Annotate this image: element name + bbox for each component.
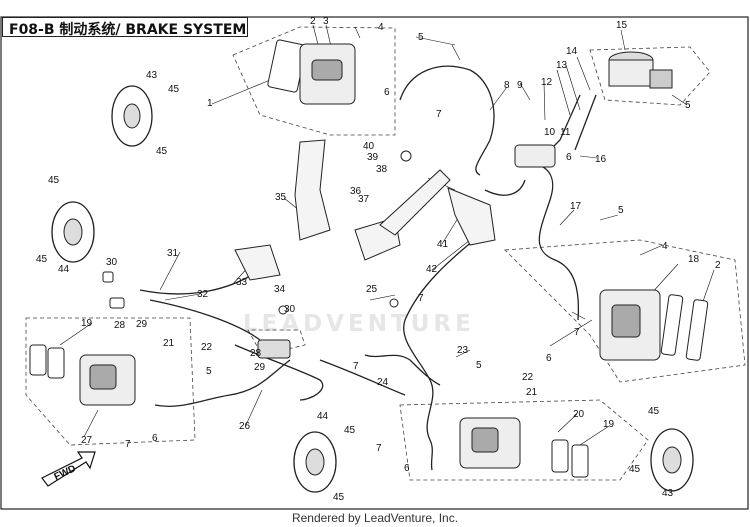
callout-43: 43 — [146, 70, 158, 81]
callout-39: 39 — [367, 152, 379, 163]
callout-21b: 21 — [526, 387, 538, 398]
diagram-title-box: F08-B 制动系统/ BRAKE SYSTEM — [2, 17, 248, 38]
callout-30b: 30 — [284, 304, 296, 315]
fwd-arrow: FWD — [41, 451, 96, 487]
diagram-title: F08-B 制动系统/ BRAKE SYSTEM — [9, 22, 247, 38]
callout-23: 23 — [457, 345, 469, 356]
callout-43b: 43 — [662, 488, 674, 499]
callout-34: 34 — [274, 284, 286, 295]
callout-12: 12 — [541, 77, 553, 88]
callout-35: 35 — [275, 192, 287, 203]
callout-37: 37 — [358, 194, 370, 205]
callout-8: 8 — [504, 80, 510, 91]
callout-40: 40 — [363, 141, 375, 152]
callout-4: 4 — [378, 22, 384, 33]
callout-10: 10 — [544, 127, 556, 138]
callout-22b: 22 — [522, 372, 534, 383]
callout-45d: 45 — [36, 254, 48, 265]
master-cylinder-reservoir — [608, 51, 673, 89]
brake-disc-front-left — [111, 85, 153, 147]
callout-45f: 45 — [333, 492, 345, 503]
brake-disc-rear-center — [293, 431, 337, 493]
callout-11: 11 — [560, 127, 571, 138]
callout-45e: 45 — [344, 425, 356, 436]
callout-32: 32 — [197, 289, 209, 300]
fwd-label: FWD — [52, 463, 77, 483]
brake-disc-rear-right — [650, 428, 694, 492]
callout-41: 41 — [437, 239, 449, 250]
callout-4b: 4 — [662, 241, 668, 252]
leader-lines — [59, 24, 715, 446]
callout-30: 30 — [106, 257, 118, 268]
watermark: LEADVENTURE — [243, 311, 475, 337]
footer-credit: Rendered by LeadVenture, Inc. — [291, 511, 459, 525]
left-caliper — [29, 344, 136, 406]
callout-28: 28 — [114, 320, 126, 331]
callout-5c: 5 — [618, 205, 624, 216]
callout-14: 14 — [566, 46, 578, 57]
callout-5d: 5 — [206, 366, 212, 377]
callout-28b: 28 — [250, 348, 262, 359]
rear-caliper — [459, 417, 589, 478]
callout-19: 19 — [81, 318, 93, 329]
callout-44: 44 — [58, 264, 70, 275]
small-parts — [102, 144, 556, 359]
brake-lines — [139, 65, 597, 471]
callout-13: 13 — [556, 60, 568, 71]
callout-33: 33 — [236, 277, 248, 288]
callout-6b: 6 — [546, 353, 552, 364]
callout-2: 2 — [310, 16, 316, 27]
outer-border — [0, 16, 749, 510]
callout-22: 22 — [201, 342, 213, 353]
callout-6: 6 — [384, 87, 390, 98]
callout-45b: 45 — [156, 146, 168, 157]
callout-24: 24 — [377, 377, 389, 388]
callout-9: 9 — [517, 80, 523, 91]
pedal-assembly — [234, 139, 496, 281]
callout-20: 20 — [573, 409, 585, 420]
callout-45c: 45 — [48, 175, 60, 186]
callout-7: 7 — [436, 109, 442, 120]
dashed-groups — [25, 26, 746, 481]
right-caliper — [599, 289, 709, 361]
callout-17: 17 — [570, 201, 582, 212]
callout-45h: 45 — [629, 464, 641, 475]
callout-labels: 1 2 2 3 4 4 5 5 5 5 5 6 6 6 6 6 7 7 7 7 … — [36, 16, 721, 503]
callout-3: 3 — [323, 16, 329, 27]
callout-31: 31 — [167, 248, 179, 259]
callout-27: 27 — [81, 435, 93, 446]
callout-21: 21 — [163, 338, 175, 349]
front-caliper-top — [267, 39, 356, 105]
callout-2b: 2 — [715, 260, 721, 271]
callout-26: 26 — [239, 421, 251, 432]
callout-7b: 7 — [574, 327, 580, 338]
callout-45: 45 — [168, 84, 180, 95]
brake-disc-left — [51, 201, 95, 263]
callout-38: 38 — [376, 164, 388, 175]
callout-5: 5 — [418, 32, 424, 43]
callout-7f: 7 — [353, 361, 359, 372]
callout-36: 36 — [350, 186, 362, 197]
callout-42: 42 — [426, 264, 438, 275]
callout-6d: 6 — [404, 463, 410, 474]
callout-25: 25 — [366, 284, 378, 295]
callout-7d: 7 — [376, 443, 382, 454]
callout-29: 29 — [136, 319, 148, 330]
callout-45g: 45 — [648, 406, 660, 417]
callout-7e: 7 — [418, 293, 424, 304]
callout-15: 15 — [616, 20, 628, 31]
callout-44b: 44 — [317, 411, 329, 422]
callout-7c: 7 — [125, 439, 131, 450]
callout-16: 16 — [595, 154, 607, 165]
callout-18: 18 — [688, 254, 700, 265]
callout-5e: 5 — [476, 360, 482, 371]
callout-1: 1 — [207, 98, 213, 109]
callout-29b: 29 — [254, 362, 266, 373]
callout-6c: 6 — [152, 433, 158, 444]
callout-6e: 6 — [566, 152, 572, 163]
callout-5b: 5 — [685, 100, 691, 111]
callout-19b: 19 — [603, 419, 615, 430]
